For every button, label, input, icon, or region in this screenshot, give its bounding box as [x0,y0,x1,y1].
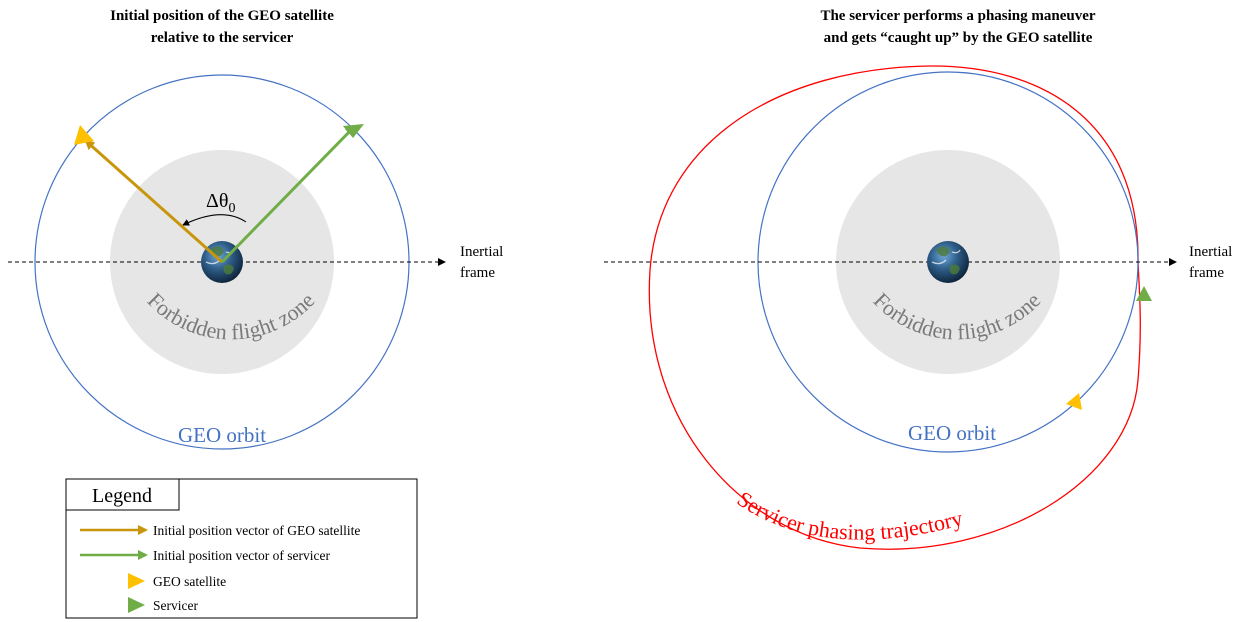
left-panel: Initial position of the GEO satellite re… [8,8,503,450]
right-panel: The servicer performs a phasing maneuver… [604,8,1232,550]
angle-arc [182,214,247,226]
right-title-line1: The servicer performs a phasing maneuver [820,8,1095,24]
left-frame-label-line1: Inertial [460,244,503,260]
legend-title: Legend [92,485,152,507]
legend-servicer-icon [128,597,145,613]
right-frame-label-line1: Inertial [1189,244,1232,260]
left-orbit-label: GEO orbit [178,423,266,447]
angle-label: Δθ0 [206,190,235,216]
left-title-line2: relative to the servicer [151,30,294,46]
legend-title-box [65,478,180,511]
servicer-phasing-trajectory [648,65,1141,550]
right-earth-icon [927,241,969,283]
legend-item-geo-vector: Initial position vector of GEO satellite [153,523,360,538]
servicer-marker-icon [343,124,364,138]
geo-satellite-position-vector [84,139,223,264]
servicer-position-vector [220,125,356,264]
legend-item-geo-satellite: GEO satellite [153,574,226,589]
legend-geo-satellite-icon [128,573,145,589]
trajectory-label: Servicer phasing trajectory [733,486,965,545]
left-title-line1: Initial position of the GEO satellite [110,8,334,24]
right-title-line2: and gets “caught up” by the GEO satellit… [824,30,1093,46]
legend-item-servicer-vector: Initial position vector of servicer [153,548,330,563]
right-servicer-marker-icon [1136,286,1152,301]
legend: Legend Initial position vector of GEO sa… [65,478,418,619]
right-orbit-label: GEO orbit [908,421,996,445]
left-frame-label-line2: frame [460,265,495,281]
legend-item-servicer: Servicer [153,598,198,613]
right-geo-satellite-marker-icon [1066,393,1082,410]
right-frame-label-line2: frame [1189,265,1224,281]
geo-satellite-marker-icon [74,125,94,145]
